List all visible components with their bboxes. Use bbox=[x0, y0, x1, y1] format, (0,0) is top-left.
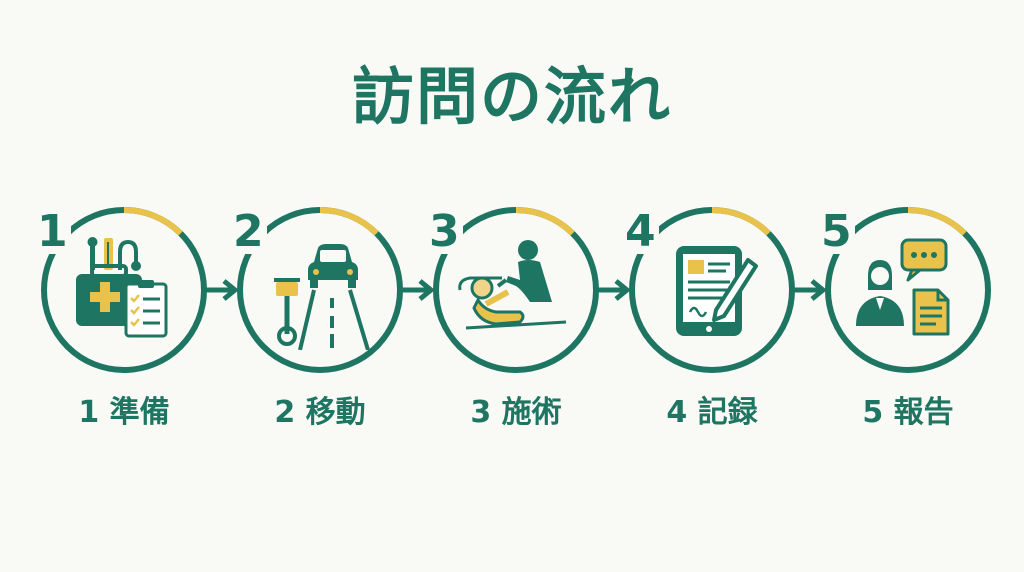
arrow-right-icon bbox=[596, 279, 631, 301]
step-5-label: 5 報告 bbox=[862, 395, 954, 430]
arrow-right-icon bbox=[400, 279, 435, 301]
caregiver-patient-icon bbox=[458, 240, 567, 330]
step-1: 1 bbox=[34, 204, 210, 376]
car-bicycle-road-icon bbox=[274, 244, 370, 350]
arrow-right-icon bbox=[792, 279, 827, 301]
person-chat-report-icon bbox=[856, 238, 950, 336]
medical-bag-clipboard-icon bbox=[76, 237, 168, 338]
step-4: 4 bbox=[622, 204, 798, 376]
step-3-label: 3 施術 bbox=[470, 395, 562, 430]
tablet-document-pen-icon bbox=[676, 246, 758, 336]
step-1-label: 1 準備 bbox=[78, 395, 170, 430]
step-3: 3 bbox=[426, 204, 602, 376]
step-number: 5 bbox=[818, 210, 855, 254]
step-5: 5 bbox=[818, 204, 994, 376]
step-ring bbox=[825, 206, 991, 373]
step-2-label: 2 移動 bbox=[274, 395, 366, 430]
step-2: 2 bbox=[230, 204, 406, 376]
step-number: 1 bbox=[34, 210, 71, 254]
step-number: 4 bbox=[622, 210, 659, 254]
step-4-label: 4 記録 bbox=[666, 395, 758, 430]
step-number: 3 bbox=[426, 210, 463, 254]
arrow-right-icon bbox=[204, 279, 239, 301]
step-number: 2 bbox=[230, 210, 267, 254]
page-title: 訪問の流れ bbox=[351, 60, 672, 133]
